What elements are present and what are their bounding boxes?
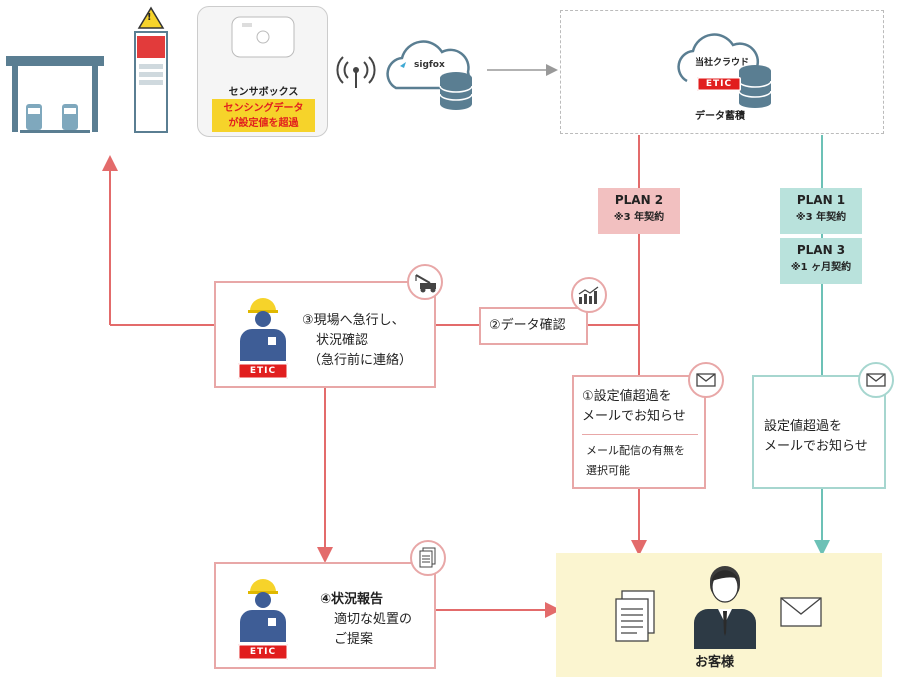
- crane-truck-icon: [407, 264, 443, 300]
- step2-box: ②データ確認: [479, 307, 588, 345]
- warning-icon: !: [147, 12, 152, 23]
- worker-icon: [240, 298, 286, 361]
- plan1-tag: PLAN 1 ※3 年契約: [780, 188, 862, 234]
- monitoring-tower: !: [126, 6, 169, 134]
- etic-logo-step3: ETIC: [238, 363, 288, 379]
- divider: [582, 434, 698, 435]
- documents-icon: [615, 590, 655, 642]
- company-cloud-icon: [677, 33, 772, 108]
- step3-box: ETIC ③現場へ急行し、 状況確認 （急行前に連絡）: [214, 281, 436, 388]
- mail-icon-teal: [858, 362, 894, 398]
- customer-label: お客様: [695, 655, 735, 670]
- worker-icon-step4: [240, 579, 286, 642]
- step4-box: ETIC ④状況報告 適切な処置の ご提案: [214, 562, 436, 669]
- sensor-alert: センシングデータ が設定値を超過: [212, 99, 315, 132]
- customer-person-icon: [694, 566, 756, 649]
- document-icon: [410, 540, 446, 576]
- gas-station-icon: [6, 56, 104, 133]
- sensor-name: センサボックス: [228, 87, 299, 98]
- teal-notice-box: 設定値超過を メールでお知らせ: [752, 375, 886, 489]
- customer-area: お客様: [556, 553, 882, 677]
- sigfox-label: sigfox: [414, 60, 445, 70]
- sigfox-cloud-icon: [386, 40, 473, 110]
- chart-icon: [571, 277, 607, 313]
- etic-logo-step4: ETIC: [238, 644, 288, 660]
- envelope-icon: [780, 597, 822, 627]
- company-cloud-panel: 当社クラウド ETIC データ蓄積: [560, 10, 884, 134]
- mail-icon: [688, 362, 724, 398]
- sensor-box-icon: [231, 16, 295, 58]
- company-cloud-name: 当社クラウド: [695, 58, 750, 68]
- plan2-tag: PLAN 2 ※3 年契約: [598, 188, 680, 234]
- plan3-tag: PLAN 3 ※1 ヶ月契約: [780, 238, 862, 284]
- cloud-caption: データ蓄積: [695, 111, 745, 122]
- etic-logo: ETIC: [697, 77, 741, 91]
- step1-box: ①設定値超過を メールでお知らせ メール配信の有無を 選択可能: [572, 375, 706, 489]
- sensor-callout: センサボックス センシングデータ が設定値を超過: [197, 6, 328, 137]
- wireless-signal-icon: [336, 56, 376, 88]
